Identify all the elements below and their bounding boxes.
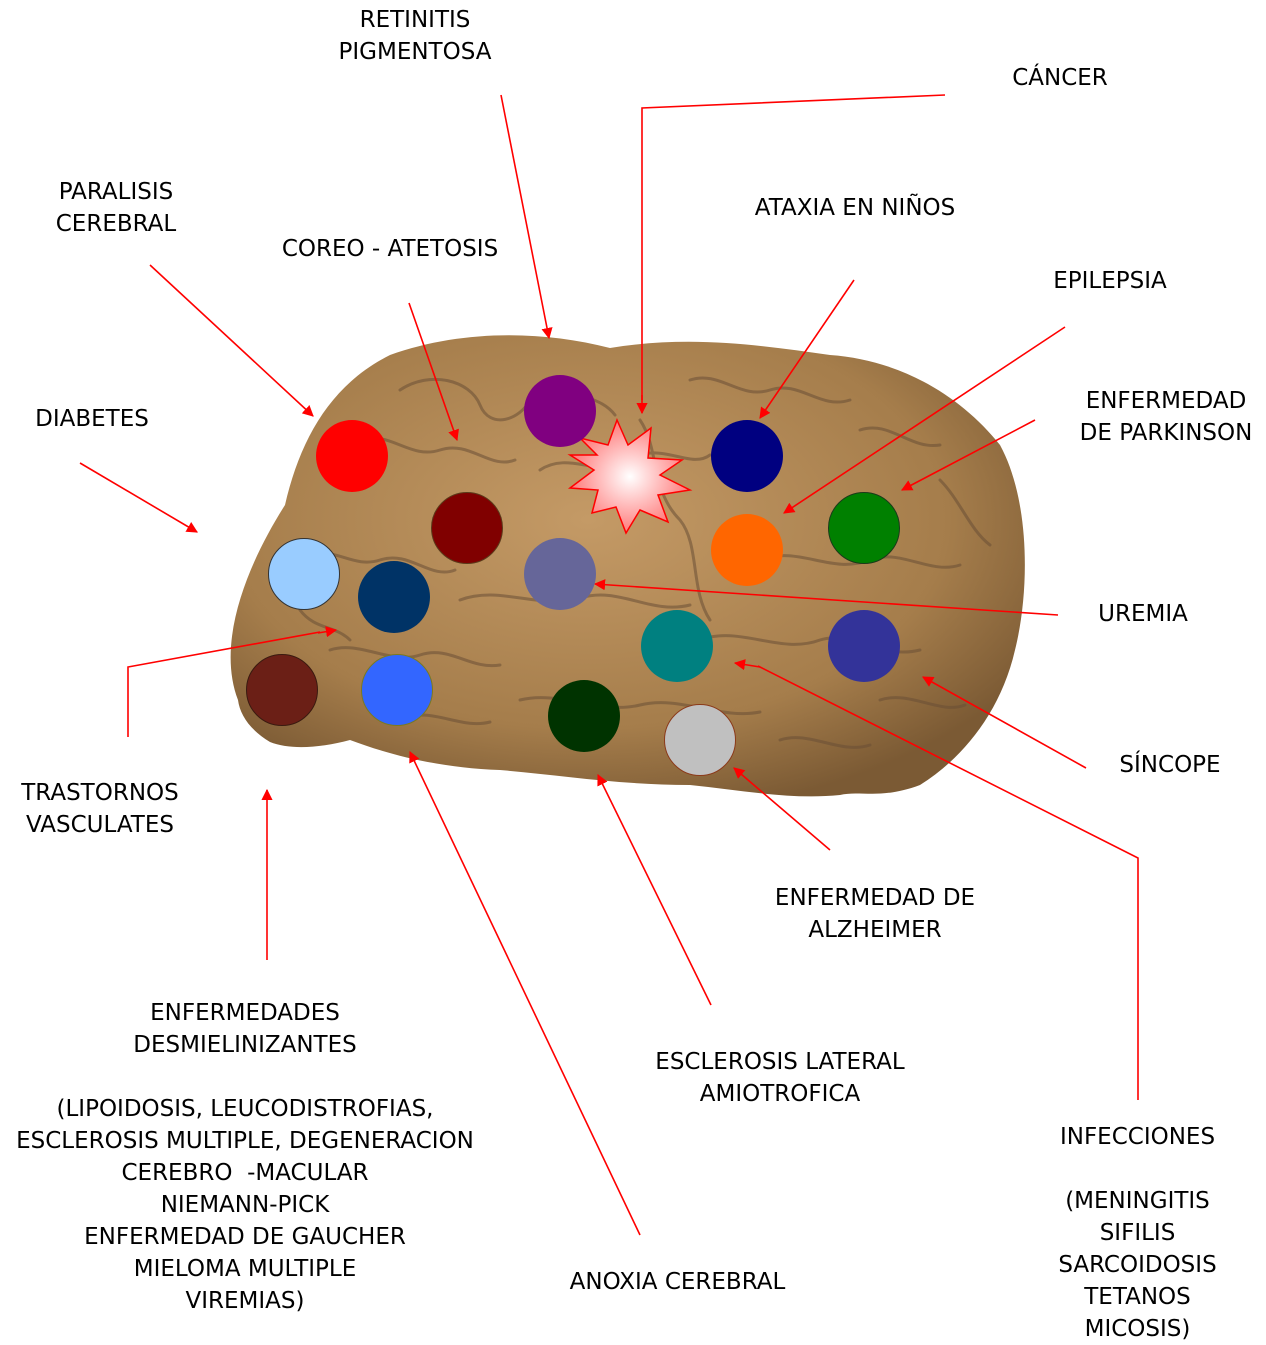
label-retinitis: RETINITIS PIGMENTOSA xyxy=(305,4,525,68)
label-alzheimer: ENFERMEDAD DE ALZHEIMER xyxy=(750,882,1000,946)
label-paralisis: PARALISIS CEREBRAL xyxy=(30,176,202,240)
diabetes-arrow xyxy=(80,463,197,532)
label-uremia: UREMIA xyxy=(1078,598,1208,630)
label-coreo: COREO - ATETOSIS xyxy=(260,233,520,265)
ela-arrow xyxy=(598,775,711,1005)
label-epilepsia: EPILEPSIA xyxy=(1030,265,1190,297)
label-ela: ESCLEROSIS LATERAL AMIOTROFICA xyxy=(635,1046,925,1110)
uremia-dot xyxy=(524,538,596,610)
coreo-dot xyxy=(431,492,503,564)
infecciones-dot xyxy=(641,610,713,682)
trastornos-light-dot xyxy=(268,538,340,610)
label-anoxia: ANOXIA CEREBRAL xyxy=(550,1266,805,1298)
ela-dot xyxy=(548,680,620,752)
retinitis-arrow xyxy=(501,95,549,338)
epilepsia-dot xyxy=(711,514,783,586)
desmielinizantes-dot xyxy=(246,654,318,726)
anoxia-dot xyxy=(361,654,433,726)
paralisis-arrow xyxy=(150,265,313,416)
sincope-dot xyxy=(828,610,900,682)
parkinson-dot xyxy=(828,492,900,564)
label-ataxia: ATAXIA EN NIÑOS xyxy=(730,192,980,224)
alzheimer-dot xyxy=(664,704,736,776)
label-desmielinizantes: ENFERMEDADES DESMIELINIZANTES (LIPOIDOSI… xyxy=(0,997,490,1317)
label-trastornos: TRASTORNOS VASCULATES xyxy=(0,777,200,841)
brain-shape xyxy=(231,335,1025,796)
ataxia-dot xyxy=(711,420,783,492)
label-parkinson: ENFERMEDAD DE PARKINSON xyxy=(1066,385,1266,449)
label-cancer: CÁNCER xyxy=(980,62,1140,94)
retinitis-dot xyxy=(524,375,596,447)
label-infecciones: INFECCIONES (MENINGITIS SIFILIS SARCOIDO… xyxy=(1030,1121,1245,1345)
trastornos-dark-dot xyxy=(358,561,430,633)
label-sincope: SÍNCOPE xyxy=(1100,749,1240,781)
paralisis-dot xyxy=(316,420,388,492)
label-diabetes: DIABETES xyxy=(22,403,162,435)
